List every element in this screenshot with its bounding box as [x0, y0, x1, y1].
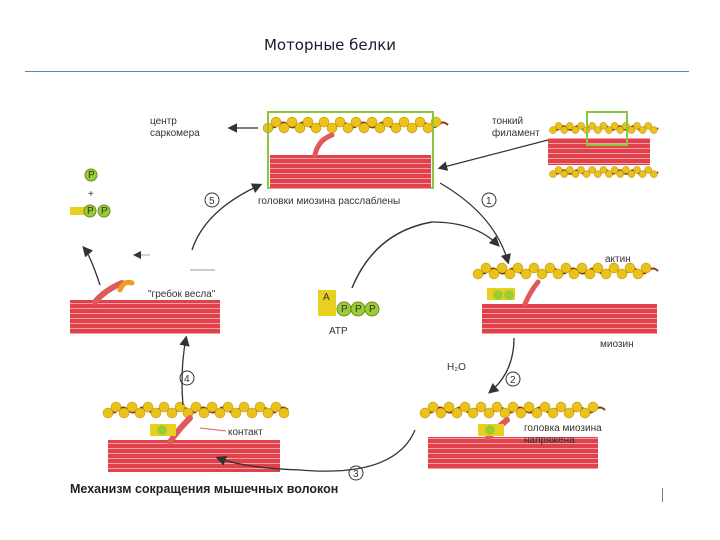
- step-2-label: 2: [510, 375, 516, 386]
- actin-bead: [641, 263, 651, 273]
- sarcomere-center-label: центр: [150, 116, 177, 127]
- head-tense-label-2: напряжена: [524, 435, 575, 446]
- svg-text:P: P: [369, 304, 376, 315]
- actin-bead: [588, 402, 598, 412]
- step-1-label: 1: [486, 196, 492, 207]
- step-5-label: 5: [209, 196, 215, 207]
- svg-text:P: P: [355, 304, 362, 315]
- actin-filament: [263, 117, 448, 133]
- svg-text:A: A: [323, 292, 330, 303]
- myosin-label: миозин: [600, 339, 634, 350]
- heads-relaxed-label: головки миозина расслаблены: [258, 195, 400, 207]
- atp-bound-unit: [482, 282, 657, 334]
- thin-filament-label: тонкий: [492, 116, 523, 127]
- actin-bead: [650, 127, 657, 134]
- thin-filament-label-2: филамент: [492, 127, 540, 139]
- actin-filament: [550, 122, 659, 133]
- water-label: H₂O: [447, 362, 466, 373]
- diagram-caption: Механизм сокращения мышечных волокон: [70, 482, 338, 496]
- atp-molecule: A P P P: [318, 290, 379, 316]
- atp-label: ATP: [329, 326, 348, 337]
- actin-bead: [650, 171, 657, 178]
- power-stroke-label: "гребок весла": [148, 288, 216, 300]
- step-4-label: 4: [184, 374, 190, 385]
- contact-label: контакт: [228, 427, 263, 438]
- actin-filament: [420, 402, 605, 418]
- step-3-label: 3: [353, 469, 359, 480]
- actin-bead: [279, 408, 289, 418]
- svg-text:P: P: [341, 304, 348, 315]
- svg-text:P: P: [101, 206, 108, 217]
- head-tense-label: головка миозина: [524, 423, 602, 434]
- actin-filament: [103, 402, 289, 418]
- actin-filament: [550, 166, 659, 177]
- svg-text:P: P: [87, 206, 94, 217]
- svg-text:P: P: [88, 170, 95, 181]
- thin-filament-inset: [548, 112, 650, 165]
- actin-filament: [473, 263, 658, 279]
- page-edge-mark: [662, 488, 663, 502]
- actin-label: актин: [605, 254, 631, 265]
- phosphate-release: P + P P: [70, 169, 110, 217]
- sarcomere-center-label-2: саркомера: [150, 128, 200, 139]
- svg-text:+: +: [88, 189, 94, 200]
